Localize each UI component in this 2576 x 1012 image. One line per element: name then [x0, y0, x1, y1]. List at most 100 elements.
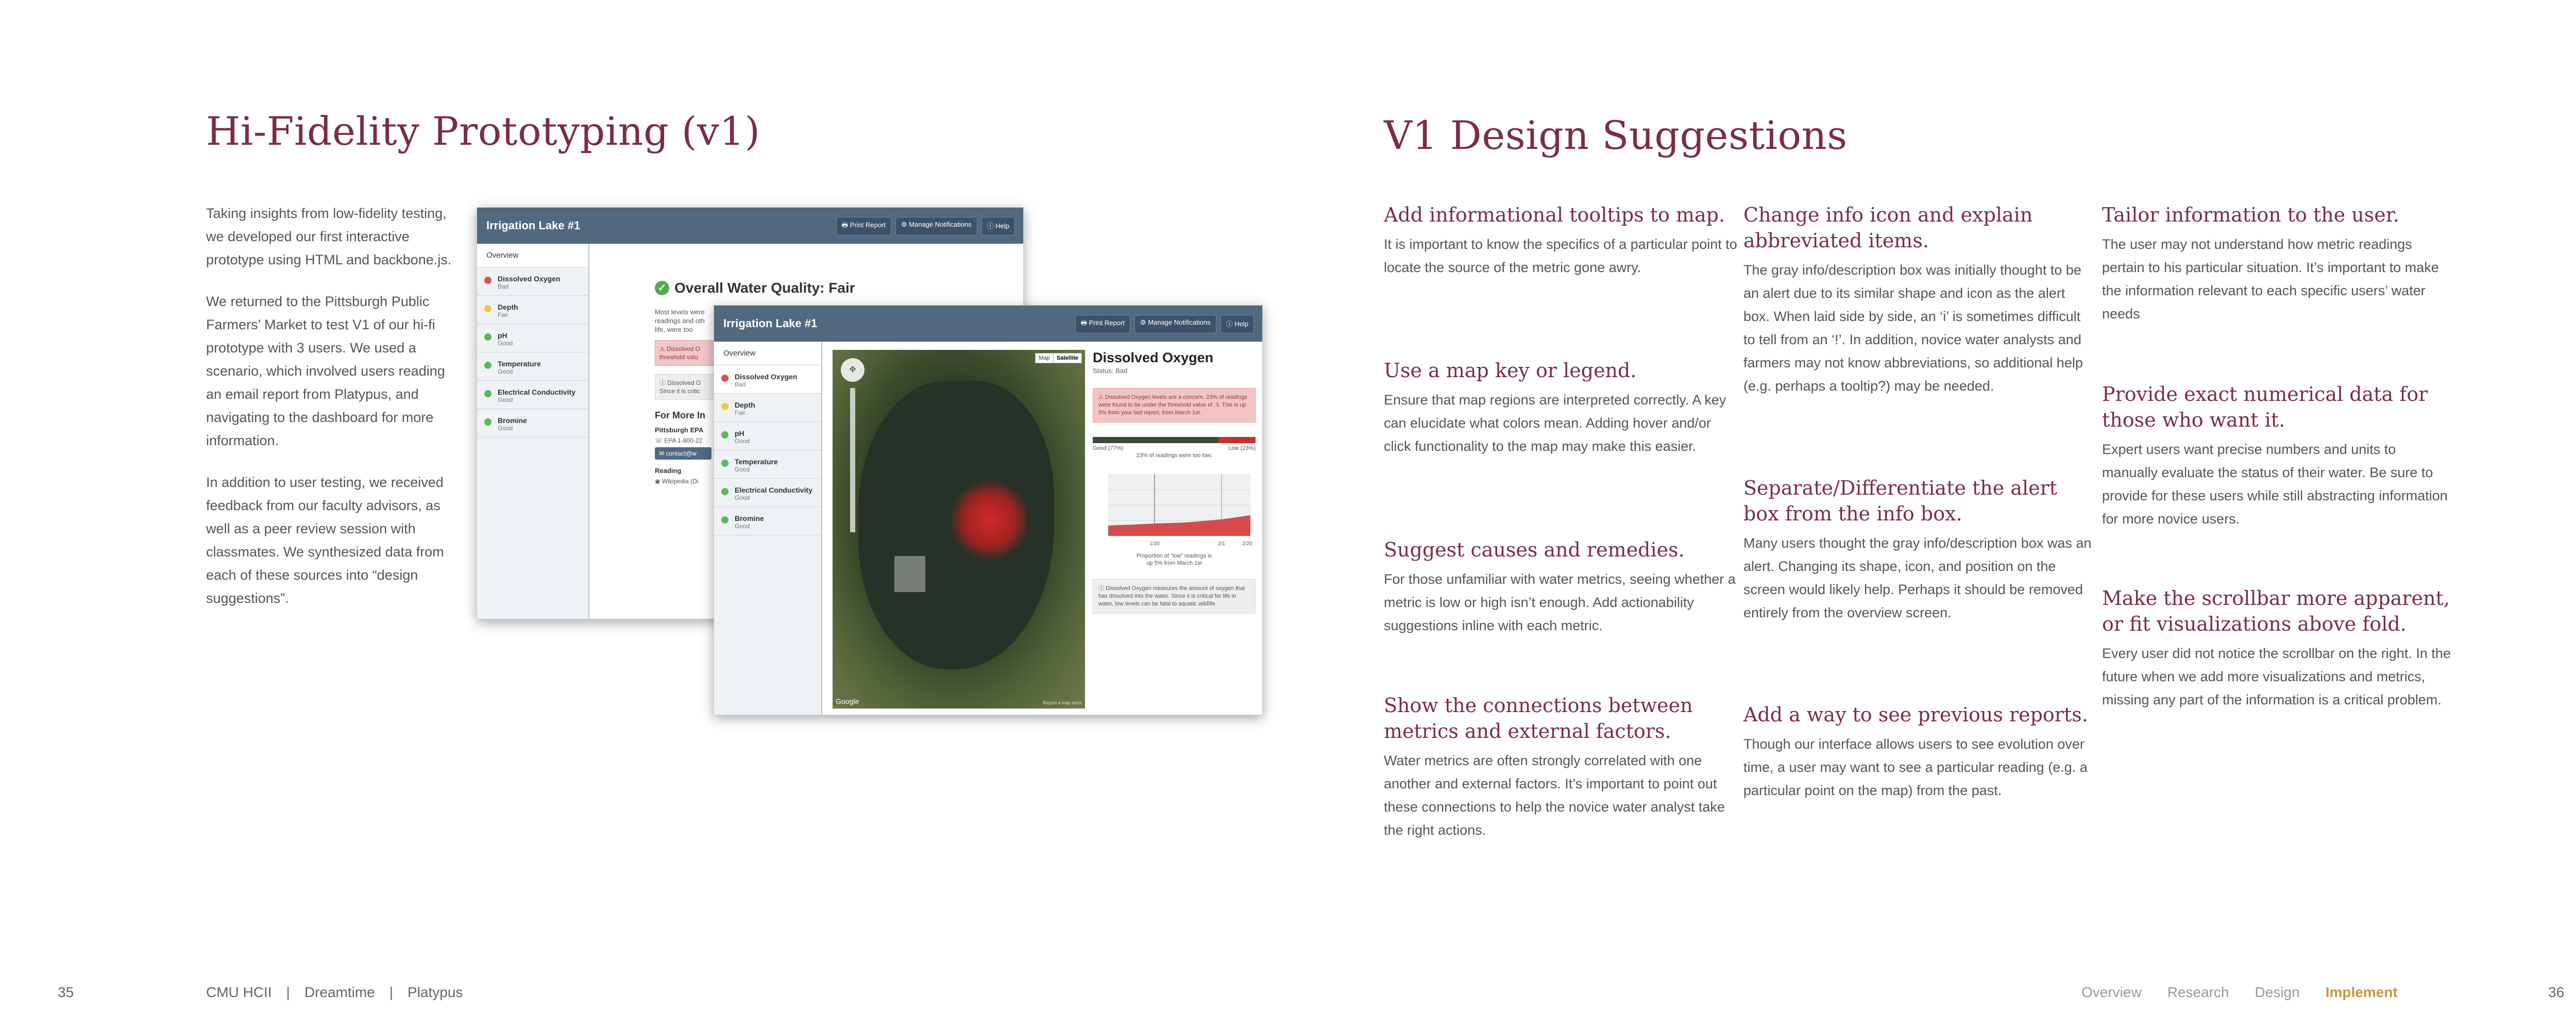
suggestion-previous-reports: Add a way to see previous reports. Thoug…: [1743, 703, 2088, 798]
status-dot-icon: [484, 362, 492, 369]
contact-name: Pittsburgh EPA: [655, 426, 704, 434]
status-dot-icon: [484, 418, 492, 426]
concern-alert-box: ⚠ Dissolved Oxygen levels are a concern.…: [1093, 388, 1256, 423]
intro-paragraph: Taking insights from low-fidelity testin…: [206, 206, 452, 267]
app-title: Irrigation Lake #1: [486, 219, 581, 232]
footer-separator: |: [389, 984, 394, 1000]
map-pan-control[interactable]: ✥: [841, 358, 865, 382]
feedback-paragraph: In addition to user testing, we received…: [206, 475, 444, 606]
proportion-bar-low: [1218, 437, 1256, 443]
wikipedia-link[interactable]: ◉ Wikipedia (Di: [655, 478, 699, 485]
app-header: Irrigation Lake #1 🖶 Print Report ⚙ Mana…: [714, 306, 1262, 342]
map-toggle-map[interactable]: Map: [1039, 355, 1050, 361]
check-circle-icon: ✓: [655, 281, 669, 295]
map-credit: Google: [836, 697, 859, 705]
suggestion-info-icon: Change info icon and explain abbreviated…: [1743, 204, 2083, 394]
suggestion-separate-alert: Separate/Differentiate the alert box fro…: [1743, 477, 2092, 620]
status-dot-icon: [484, 277, 492, 284]
status-dot-icon: [484, 333, 492, 341]
nav-research[interactable]: Research: [2167, 984, 2229, 1000]
right-page-title: V1 Design Suggestions: [1384, 112, 1848, 158]
status-dot-icon: [484, 390, 492, 397]
metric-detail-panel: Dissolved Oxygen Status: Bad ⚠ Dissolved…: [1093, 350, 1256, 614]
suggestion-tailor-info: Tailor information to the user. The user…: [2102, 204, 2439, 322]
print-report-button[interactable]: 🖶 Print Report: [836, 217, 891, 235]
status-dot-icon: [721, 403, 728, 410]
map-toggle-satellite[interactable]: Satellite: [1053, 353, 1081, 363]
low-label: Low (23%): [1228, 445, 1256, 451]
header-buttons: 🖶 Print Report ⚙ Manage Notifications ⓘ …: [1075, 315, 1254, 333]
sidebar-item-overview[interactable]: Overview: [714, 342, 821, 365]
header-buttons: 🖶 Print Report ⚙ Manage Notifications ⓘ …: [836, 217, 1015, 235]
footer-item-dreamtime: Dreamtime: [304, 984, 375, 1000]
nav-implement[interactable]: Implement: [2325, 984, 2398, 1000]
suggestion-tooltips: Add informational tooltips to map. It is…: [1384, 204, 1737, 275]
nav-overview[interactable]: Overview: [2081, 984, 2142, 1000]
print-report-button[interactable]: 🖶 Print Report: [1075, 315, 1130, 333]
sidebar-item-overview[interactable]: Overview: [477, 244, 588, 267]
page-number-left: 35: [58, 984, 74, 1000]
footer-separator: |: [286, 984, 290, 1000]
suggestion-scrollbar: Make the scrollbar more apparent, or fit…: [2102, 587, 2451, 707]
app-header: Irrigation Lake #1 🖶 Print Report ⚙ Mana…: [477, 208, 1023, 244]
footer-item-cmu-hcii: CMU HCII: [206, 984, 272, 1000]
status-dot-icon: [721, 375, 728, 382]
tick-label: 1/20: [1149, 541, 1160, 547]
detail-title: Dissolved Oxygen: [1093, 350, 1214, 365]
contact-email-button[interactable]: ✉ contact@w: [655, 447, 711, 460]
app-title: Irrigation Lake #1: [723, 317, 818, 330]
contact-phone: ☏ EPA 1-800-22: [655, 437, 703, 444]
prototype-screenshot-dissolved-oxygen: Irrigation Lake #1 🖶 Print Report ⚙ Mana…: [714, 305, 1263, 715]
map-type-toggle[interactable]: Map Satellite: [1035, 353, 1082, 363]
chart-caption: Proportion of “low” readings is up 5% fr…: [1136, 553, 1212, 566]
bar-caption: 23% of readings were too low.: [1136, 452, 1212, 459]
description-info-box: ⓘ Dissolved Oxygen measures the amount o…: [1093, 579, 1256, 614]
help-button[interactable]: ⓘ Help: [1220, 315, 1254, 333]
map-error-link[interactable]: Report a map error: [1042, 700, 1082, 705]
overall-quality-heading: ✓ Overall Water Quality: Fair: [655, 280, 1015, 296]
map-zoom-control[interactable]: [850, 388, 855, 532]
more-info-heading: For More In: [655, 410, 705, 420]
overview-content: ✓ Overall Water Quality: Fair Most level…: [655, 280, 1015, 485]
manage-notifications-button[interactable]: ⚙ Manage Notifications: [1134, 315, 1216, 333]
proportion-bar: [1093, 437, 1256, 443]
reading-heading: Reading: [655, 467, 682, 475]
left-body-text: Taking insights from low-fidelity testin…: [206, 202, 453, 629]
proportion-bar-good: [1093, 437, 1218, 443]
trend-chart: 1/20 2/1 2/20: [1108, 474, 1252, 547]
status-dot-icon: [484, 305, 492, 312]
detail-status: Status: Bad: [1093, 367, 1128, 375]
page-number-right: 36: [2548, 984, 2565, 1000]
status-dot-icon: [721, 488, 728, 495]
heatmap-overlay: [951, 479, 1028, 561]
farm-buildings: [894, 556, 925, 592]
trend-area: [1108, 515, 1250, 536]
tick-label: 2/20: [1242, 541, 1252, 547]
status-dot-icon: [721, 460, 728, 467]
footer-item-platypus: Platypus: [408, 984, 463, 1000]
tick-label: 2/1: [1218, 541, 1225, 547]
manage-notifications-button[interactable]: ⚙ Manage Notifications: [895, 217, 977, 235]
suggestion-causes-remedies: Suggest causes and remedies. For those u…: [1384, 538, 1736, 633]
status-dot-icon: [721, 516, 728, 524]
nav-design[interactable]: Design: [2255, 984, 2300, 1000]
satellite-map[interactable]: Map Satellite ✥ Google Report a map erro…: [833, 350, 1085, 709]
help-button[interactable]: ⓘ Help: [981, 217, 1015, 235]
footer-section-nav: Overview Research Design Implement: [2081, 984, 2398, 1001]
